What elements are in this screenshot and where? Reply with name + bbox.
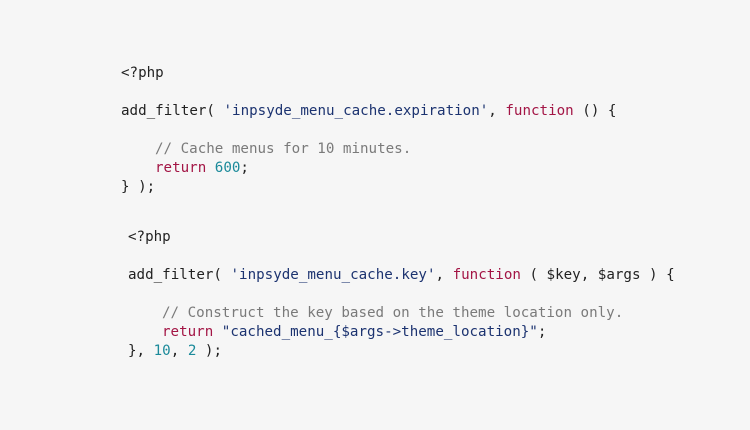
function-call: add_filter(: [121, 103, 224, 119]
code-line: return 600;: [121, 159, 616, 178]
code-line: <?php: [128, 228, 675, 247]
code-line: } );: [121, 178, 616, 197]
code-comment: // Construct the key based on the theme …: [162, 305, 624, 321]
closing-paren: );: [196, 343, 222, 359]
code-line: // Cache menus for 10 minutes.: [121, 140, 616, 159]
code-line: // Construct the key based on the theme …: [128, 304, 675, 323]
priority-number: 10: [153, 343, 171, 359]
blank-line: [128, 285, 675, 304]
accepted-args-number: 2: [187, 343, 197, 359]
function-call: add_filter(: [128, 267, 231, 283]
code-line: return "cached_menu_{$args->theme_locati…: [128, 323, 675, 342]
code-line: add_filter( 'inpsyde_menu_cache.expirati…: [121, 102, 616, 121]
code-snippet-expiration: <?php add_filter( 'inpsyde_menu_cache.ex…: [121, 64, 616, 197]
function-params: () {: [573, 103, 617, 119]
code-line: <?php: [121, 64, 616, 83]
code-snippet-key: <?php add_filter( 'inpsyde_menu_cache.ke…: [128, 228, 675, 361]
return-value-string: "cached_menu_{$args->theme_location}": [221, 324, 538, 340]
statement-end: ;: [537, 324, 547, 340]
hook-name-string: 'inpsyde_menu_cache.key': [230, 267, 436, 283]
php-open-tag: <?php: [121, 65, 164, 81]
function-keyword: function: [505, 103, 574, 119]
function-params: ( $key, $args ) {: [520, 267, 675, 283]
code-line: add_filter( 'inpsyde_menu_cache.key', fu…: [128, 266, 675, 285]
closing-brace: },: [128, 343, 154, 359]
closing-brace: } );: [121, 179, 156, 195]
blank-line: [121, 83, 616, 102]
separator: ,: [435, 267, 453, 283]
code-line: }, 10, 2 );: [128, 342, 675, 361]
blank-line: [128, 247, 675, 266]
function-keyword: function: [452, 267, 521, 283]
return-keyword: return: [162, 324, 214, 340]
code-comment: // Cache menus for 10 minutes.: [155, 141, 412, 157]
hook-name-string: 'inpsyde_menu_cache.expiration': [223, 103, 489, 119]
blank-line: [121, 121, 616, 140]
statement-end: ;: [240, 160, 249, 176]
return-value-number: 600: [214, 160, 241, 176]
php-open-tag: <?php: [128, 229, 171, 245]
separator: ,: [488, 103, 506, 119]
return-keyword: return: [155, 160, 207, 176]
separator: ,: [170, 343, 188, 359]
